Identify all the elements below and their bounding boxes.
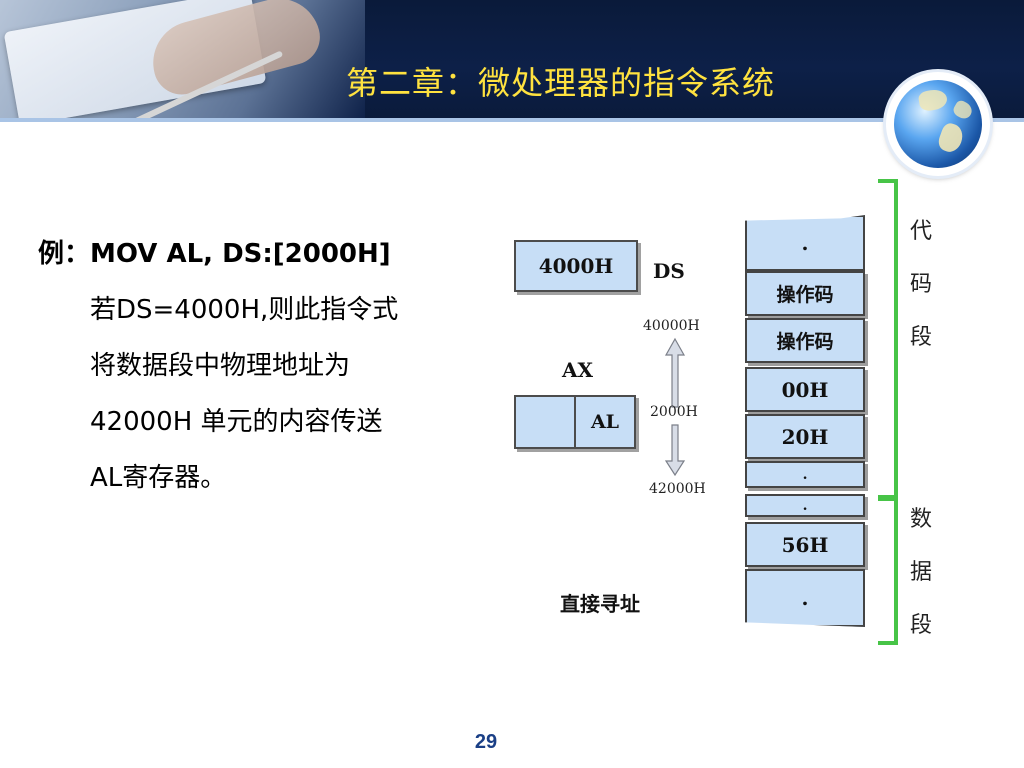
- down-arrow-icon: [664, 424, 686, 477]
- memory-cell-3: 00H: [781, 377, 829, 402]
- memory-cell-top: .: [745, 215, 865, 271]
- memory-cell-dot-2: .: [745, 494, 865, 517]
- ds-register-box: 4000H: [514, 240, 638, 292]
- data-segment-char-3: 段: [909, 613, 932, 638]
- memory-column: . 操作码 操作码 00H 20H . . 56H .: [745, 215, 865, 627]
- example-text: 例：MOV AL, DS:[2000H] 若DS=4000H,则此指令式 将数据…: [38, 226, 478, 506]
- ds-value: 4000H: [538, 254, 614, 278]
- globe-icon: [886, 72, 990, 176]
- memory-cell-20h: 20H: [745, 414, 865, 459]
- code-segment-char-1: 代: [909, 219, 932, 244]
- up-arrow-icon: [664, 337, 686, 408]
- ax-label: AX: [562, 358, 594, 382]
- memory-cell-opcode-2: 操作码: [745, 318, 865, 363]
- address-40000h: 40000H: [643, 318, 700, 334]
- slide-title: 第二章：微处理器的指令系统: [346, 64, 776, 102]
- direct-addressing-diagram: 4000H DS AX AL 40000H 2000H 42000H 直接寻址 …: [500, 175, 960, 645]
- memory-cell-7: 56H: [781, 532, 829, 557]
- code-segment-bracket: [878, 179, 898, 499]
- memory-cell-56h: 56H: [745, 522, 865, 567]
- memory-cell-2: 操作码: [776, 331, 834, 353]
- globe-inner: [894, 80, 982, 168]
- code-segment-char-3: 段: [909, 325, 932, 350]
- memory-cell-0: .: [801, 231, 809, 255]
- data-segment-char-1: 数: [909, 507, 932, 532]
- al-register-box: AL: [574, 395, 636, 449]
- memory-cell-8: .: [801, 586, 809, 610]
- continent-shape: [935, 121, 967, 155]
- ds-label: DS: [653, 259, 685, 283]
- example-line-5: AL寄存器。: [90, 463, 227, 493]
- memory-cell-dot-1: .: [745, 461, 865, 488]
- example-line-3: 将数据段中物理地址为: [90, 351, 351, 381]
- page-number: 29: [474, 731, 498, 753]
- memory-cell-1: 操作码: [776, 284, 834, 306]
- header-photo: [0, 0, 365, 122]
- memory-cell-00h: 00H: [745, 367, 865, 412]
- header-divider: [0, 118, 1024, 122]
- memory-cell-bottom: .: [745, 569, 865, 627]
- data-segment-char-2: 据: [909, 560, 932, 585]
- direct-addressing-caption: 直接寻址: [560, 592, 640, 616]
- example-line-1: 例：MOV AL, DS:[2000H]: [38, 239, 391, 269]
- example-line-2: 若DS=4000H,则此指令式: [90, 295, 399, 325]
- address-42000h: 42000H: [649, 481, 706, 497]
- continent-shape: [917, 87, 949, 113]
- ah-register-box: [514, 395, 576, 449]
- header-banner: 第二章：微处理器的指令系统: [0, 0, 1024, 122]
- continent-shape: [951, 98, 975, 122]
- al-label: AL: [590, 411, 620, 433]
- memory-cell-5: .: [802, 466, 808, 483]
- memory-cell-6: .: [802, 497, 808, 514]
- code-segment-char-2: 码: [909, 272, 932, 297]
- data-segment-label: 数 据 段: [906, 493, 936, 652]
- code-segment-label: 代 码 段: [906, 205, 936, 364]
- example-line-4: 42000H 单元的内容传送: [90, 407, 383, 437]
- offset-2000h: 2000H: [650, 404, 698, 420]
- memory-cell-opcode-1: 操作码: [745, 271, 865, 316]
- data-segment-bracket: [878, 497, 898, 645]
- memory-cell-4: 20H: [781, 424, 829, 449]
